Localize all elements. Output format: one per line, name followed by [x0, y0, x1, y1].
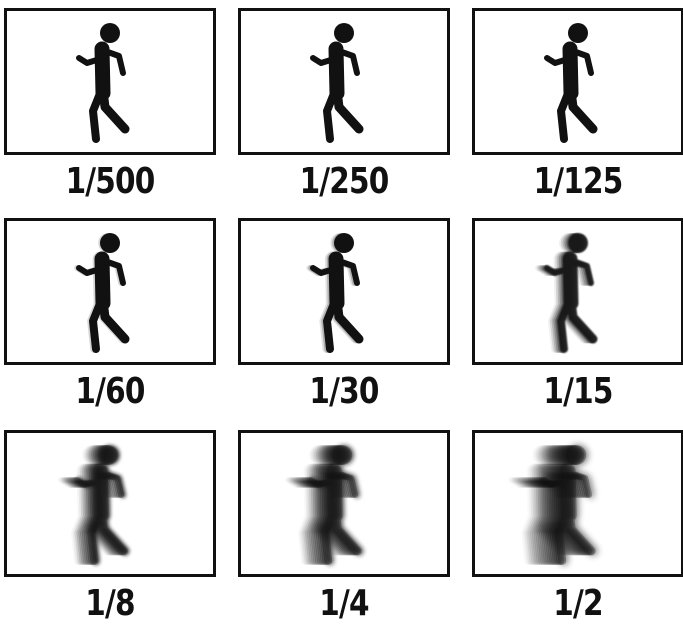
shutter-speed-label: 1/2 [491, 583, 665, 624]
photo-frame [4, 430, 216, 577]
photo-frame [472, 430, 683, 577]
shutter-speed-label: 1/250 [257, 161, 431, 202]
photo-frame [472, 8, 683, 155]
shutter-speed-label: 1/125 [491, 161, 665, 202]
shutter-speed-label: 1/30 [257, 371, 431, 412]
photo-frame [4, 8, 216, 155]
photo-frame [238, 8, 450, 155]
running-person-icon [7, 11, 213, 152]
photo-frame [472, 218, 683, 365]
photo-frame [238, 218, 450, 365]
running-person-icon [475, 433, 681, 574]
running-person-icon [475, 221, 681, 362]
shutter-speed-label: 1/15 [491, 371, 665, 412]
running-person-icon [241, 221, 447, 362]
running-person-icon [241, 433, 447, 574]
running-person-icon [7, 433, 213, 574]
photo-frame [4, 218, 216, 365]
shutter-speed-label: 1/500 [23, 161, 197, 202]
running-person-icon [7, 221, 213, 362]
running-person-icon [475, 11, 681, 152]
shutter-speed-label: 1/60 [23, 371, 197, 412]
photo-frame [238, 430, 450, 577]
running-person-icon [241, 11, 447, 152]
shutter-speed-label: 1/4 [257, 583, 431, 624]
shutter-speed-label: 1/8 [23, 583, 197, 624]
